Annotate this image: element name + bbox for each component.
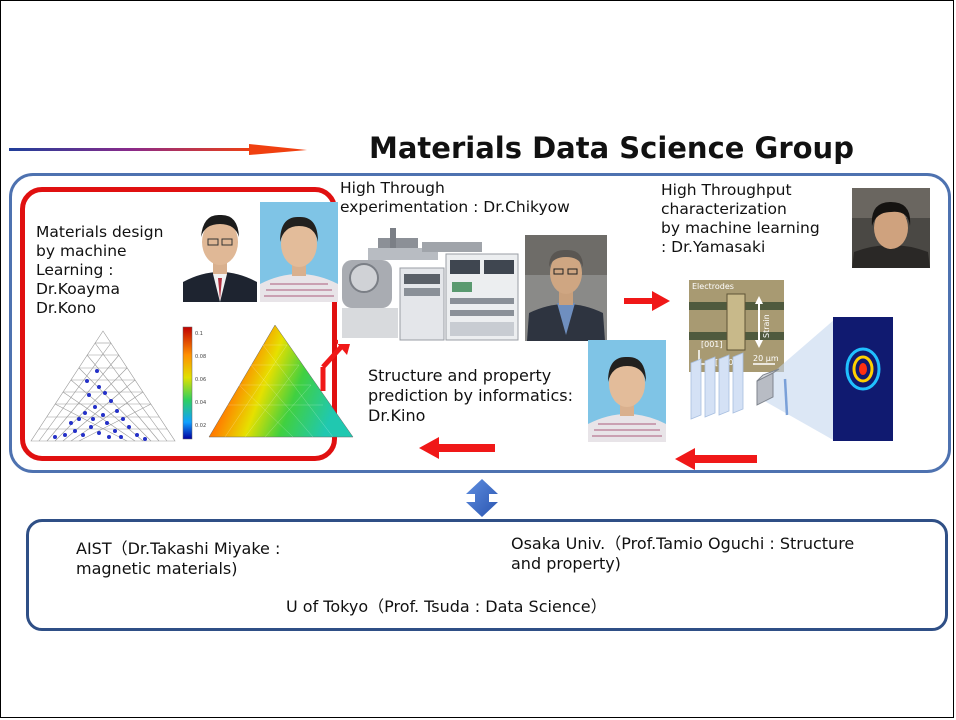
page-title: Materials Data Science Group (369, 131, 854, 165)
portrait-kino (588, 340, 666, 442)
ht-characterization-text: High Throughput characterization by mach… (661, 181, 820, 257)
arrow-prediction-to-ml (419, 437, 495, 459)
double-arrow-icon (466, 479, 498, 517)
portrait-yamasaki (852, 188, 930, 268)
micrograph-electrodes-label: Electrodes (692, 282, 734, 291)
colorbar-tick: 0.08 (195, 354, 207, 360)
osaka-line: and property) (511, 554, 621, 573)
arrow-characterization-to-prediction (675, 448, 757, 470)
ml-design-line: Dr.Kono (36, 299, 96, 317)
colorbar-tick: 0.1 (195, 331, 203, 337)
portrait-kono (260, 202, 338, 302)
structure-prediction-line: Dr.Kino (368, 406, 426, 425)
ml-design-line: by machine (36, 242, 127, 260)
portrait-chikyow (525, 235, 607, 341)
collaborators-box (26, 519, 948, 631)
group-box (9, 173, 951, 473)
colorbar (182, 326, 193, 440)
ternary-heatmap (208, 324, 354, 438)
micrograph-dir1-label: [001] (701, 340, 723, 349)
colorbar-tick: 0.06 (195, 377, 207, 383)
colorbar-tick: 0.02 (195, 423, 207, 429)
ml-highlight-box (20, 187, 337, 461)
structure-prediction-text: Structure and property prediction by inf… (368, 366, 573, 426)
colorbar-ticks: 0.1 0.08 0.06 0.04 0.02 (195, 323, 206, 438)
portrait-koayma (183, 202, 257, 302)
ht-characterization-line: : Dr.Yamasaki (661, 238, 766, 256)
ml-design-line: Learning : (36, 261, 114, 279)
ht-characterization-line: High Throughput (661, 181, 792, 199)
structure-prediction-line: Structure and property (368, 366, 552, 385)
ht-experimentation-line: High Through (340, 179, 445, 197)
ml-design-line: Dr.Koayma (36, 280, 120, 298)
equipment-photo (338, 224, 520, 344)
ht-characterization-line: by machine learning (661, 219, 820, 237)
ternary-scatter-plot (30, 330, 176, 442)
aist-line: AIST（Dr.Takashi Miyake : (76, 539, 281, 558)
ht-experimentation-text: High Through experimentation : Dr.Chikyo… (340, 179, 570, 217)
ht-experimentation-line: experimentation : Dr.Chikyow (340, 198, 570, 216)
header-arrow-icon (9, 144, 307, 155)
arrow-experiment-to-characterization (624, 291, 670, 311)
diffraction-schematic (690, 317, 893, 441)
aist-text: AIST（Dr.Takashi Miyake : magnetic materi… (76, 539, 280, 579)
ht-characterization-line: characterization (661, 200, 787, 218)
tokyo-text: U of Tokyo（Prof. Tsuda : Data Science） (286, 597, 607, 616)
ml-design-line: Materials design (36, 223, 164, 241)
osaka-text: Osaka Univ.（Prof.Tamio Oguchi : Structur… (511, 534, 854, 574)
ml-design-text: Materials design by machine Learning : D… (36, 223, 163, 318)
aist-line: magnetic materials) (76, 559, 238, 578)
structure-prediction-line: prediction by informatics: (368, 386, 574, 405)
osaka-line: Osaka Univ.（Prof.Tamio Oguchi : Structur… (511, 534, 855, 553)
colorbar-tick: 0.04 (195, 400, 207, 406)
micrograph-scale-label: 20 μm (753, 354, 779, 363)
